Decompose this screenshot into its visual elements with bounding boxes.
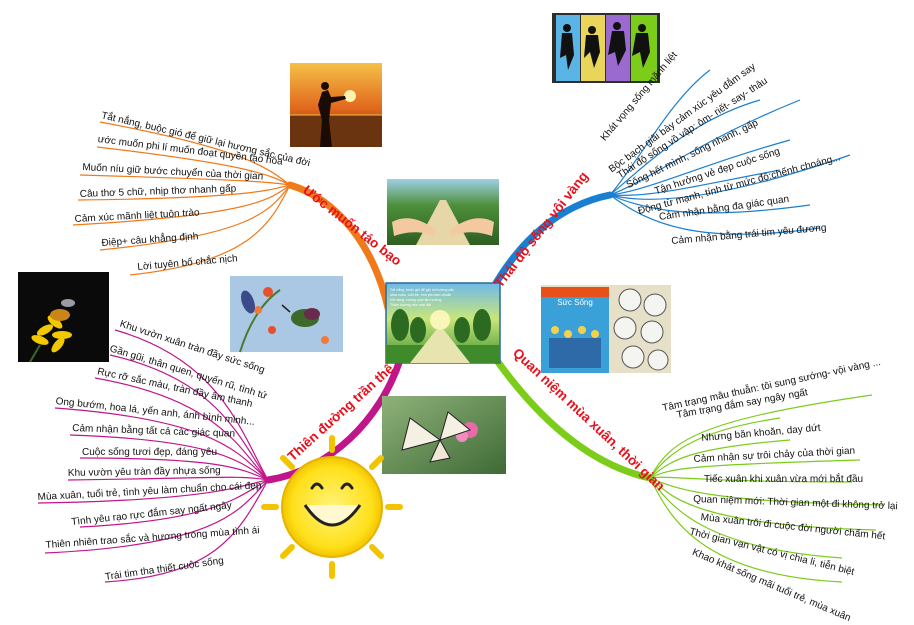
sunbird-flowers-image bbox=[230, 276, 343, 353]
branch-bottom-left-trunk bbox=[264, 356, 404, 484]
smiling-sun-image bbox=[261, 435, 403, 579]
branch-top-right-trunk bbox=[488, 191, 614, 294]
branch-top-right-lines bbox=[609, 69, 851, 235]
jumping-silhouettes-image bbox=[552, 13, 660, 83]
branch-bottom-right-trunk bbox=[494, 358, 654, 482]
bee-yellow-flower-image bbox=[18, 272, 109, 363]
mind-map-canvas: Sức Sống bbox=[18, 13, 885, 583]
book-cover-title: Sức Sống bbox=[557, 298, 593, 307]
leaf-bottom-right[interactable]: Tiếc xuân khi xuân vừa mới bắt đầu bbox=[704, 474, 864, 485]
branch-top-left-lines bbox=[72, 121, 291, 276]
book-and-clocks-image: Sức Sống bbox=[541, 285, 671, 373]
open-hands-road-image bbox=[387, 179, 499, 245]
center-topic-image bbox=[385, 282, 501, 364]
center-topic-caption: Tất nắng, buộc gió để giữ lại hương sắc … bbox=[390, 287, 454, 307]
sunset-silhouette-image bbox=[290, 63, 382, 147]
center-caption-line: Mùa xuân, tuổi trẻ, tình yêu làm chuẩn bbox=[390, 293, 451, 297]
center-caption-line: Thiên đường trên mặt đất bbox=[390, 303, 431, 307]
branch-bottom-right-lines bbox=[649, 394, 885, 583]
leaf-bottom-left[interactable]: Cuộc sống tươi đẹp, đáng yêu bbox=[82, 447, 218, 458]
center-caption-line: Vội vàng, cuống quýt tận hưởng bbox=[390, 298, 441, 302]
branch-bottom-left-lines bbox=[37, 329, 269, 583]
center-caption-line: Tất nắng, buộc gió để giữ lại hương sắc bbox=[390, 287, 454, 292]
butterfly-flower-image bbox=[382, 396, 506, 474]
branch-top-left-trunk bbox=[286, 181, 392, 312]
